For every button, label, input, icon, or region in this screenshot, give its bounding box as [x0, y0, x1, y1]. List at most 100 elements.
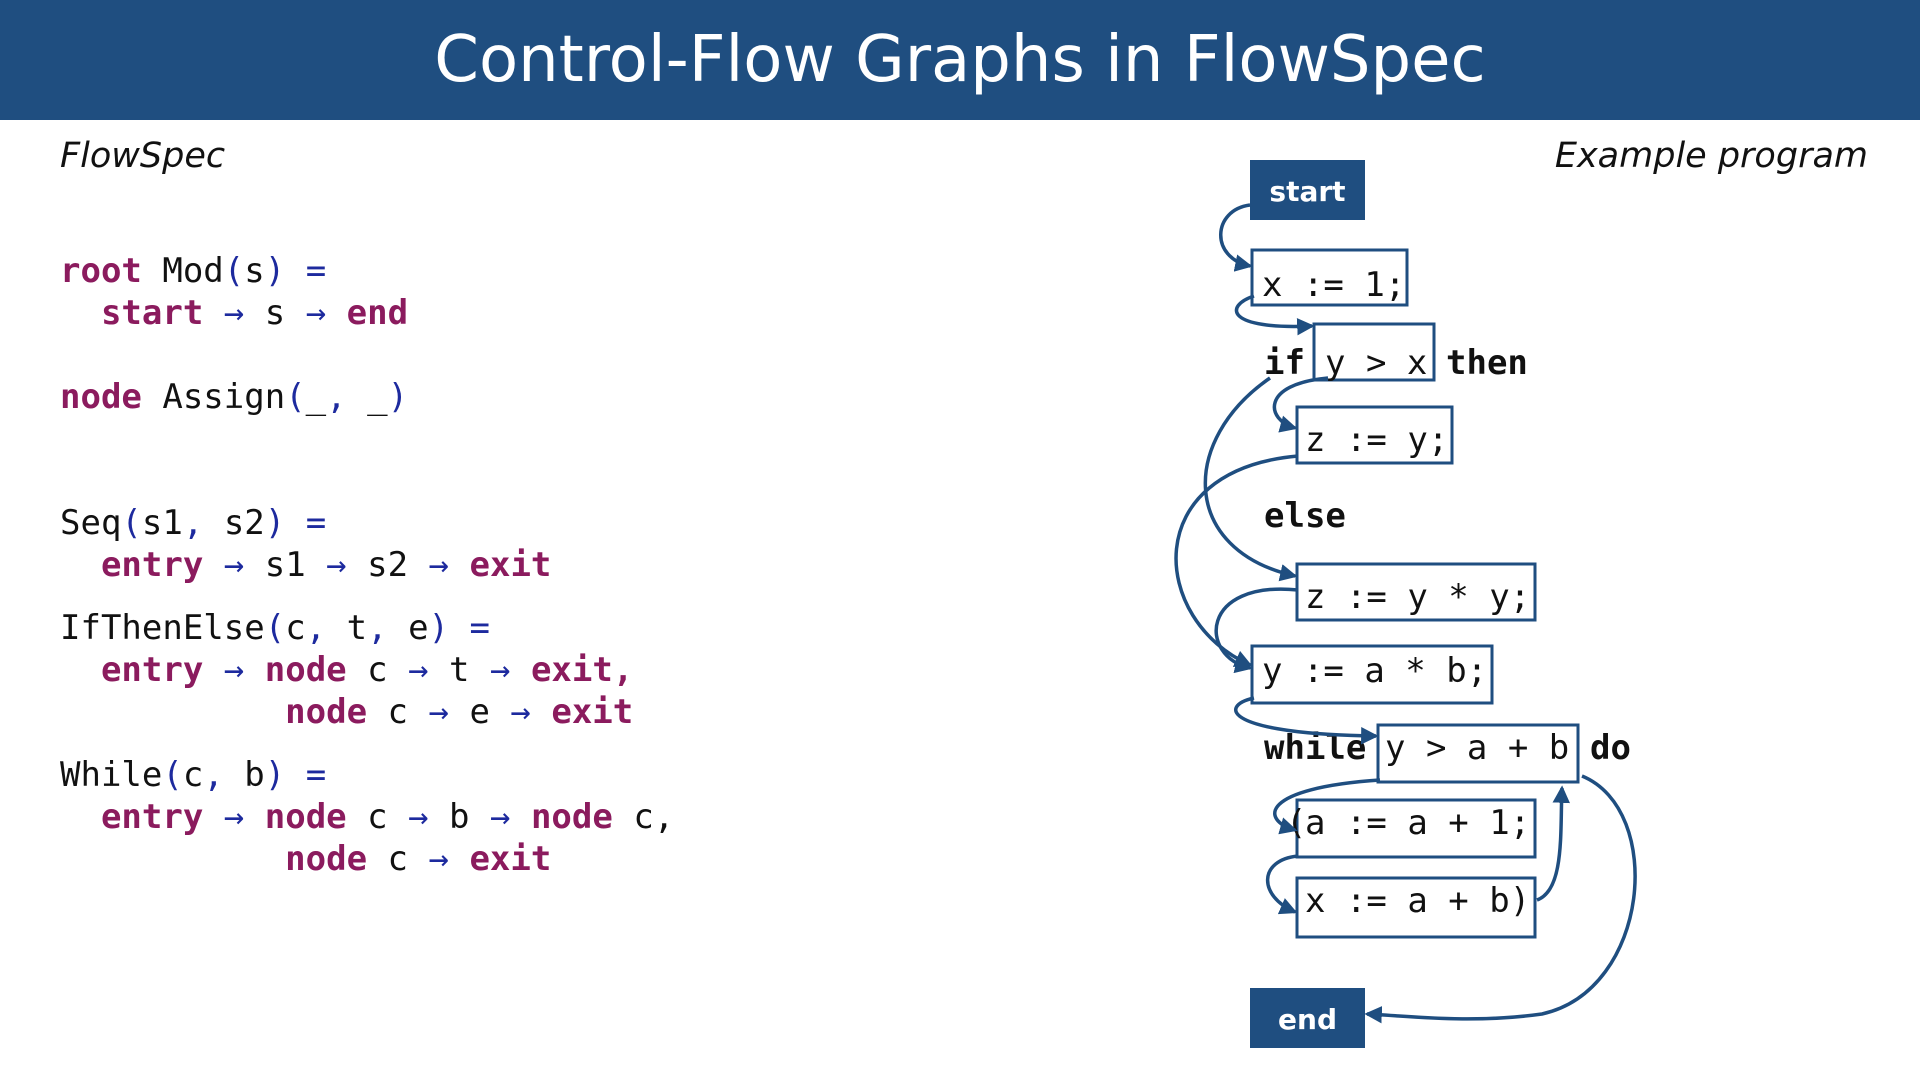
code-keyword: node	[264, 797, 347, 837]
code-keyword: root	[60, 251, 142, 291]
code-operator: ,	[182, 503, 204, 543]
code-operator: →	[510, 692, 531, 732]
code-keyword: entry	[100, 797, 204, 837]
edge-y-assign-to-while	[1234, 696, 1379, 745]
code-text: e	[448, 692, 511, 732]
code-keyword: exit	[551, 692, 634, 732]
code-operator: (	[121, 503, 142, 543]
edge-then-to-y-assign	[1174, 454, 1299, 667]
code-text: s	[244, 251, 265, 291]
code-keyword: node	[530, 797, 613, 837]
stmt-box-then	[1295, 405, 1454, 465]
code-text: c	[285, 608, 306, 648]
code-keyword: end	[346, 293, 409, 333]
code-operator: →	[489, 650, 511, 690]
code-operator: (	[264, 608, 286, 648]
edge-else-to-y-assign	[1214, 587, 1299, 674]
cond-box-if	[1312, 322, 1436, 382]
code-operator: →	[428, 839, 449, 879]
page-title: Control-Flow Graphs in FlowSpec	[434, 23, 1486, 97]
code-operator: →	[223, 293, 245, 333]
code-operator: ,	[367, 608, 388, 648]
code-operator: →	[223, 650, 245, 690]
code-text: _	[305, 377, 327, 417]
code-text: s1	[244, 545, 327, 585]
code-keyword: exit	[469, 839, 552, 879]
code-operator: (	[285, 377, 306, 417]
code-operator: ,	[203, 755, 224, 795]
code-text: IfThenElse	[60, 608, 265, 648]
code-text: c	[182, 755, 204, 795]
code-text: s2	[346, 545, 429, 585]
open-paren: (	[1286, 803, 1306, 843]
if-keyword: if	[1264, 343, 1305, 383]
flowspec-caption: FlowSpec	[60, 136, 226, 176]
code-operator: (	[162, 755, 183, 795]
start-node: start	[1250, 160, 1365, 220]
code-text: b	[428, 797, 490, 837]
end-label: end	[1278, 1003, 1337, 1036]
else-statement: z := y * y;	[1305, 577, 1530, 617]
code-text: b	[223, 755, 265, 795]
code-operator: =	[305, 503, 327, 543]
edge-while-to-body1	[1273, 778, 1381, 835]
code-keyword: entry	[100, 545, 204, 585]
code-keyword: node	[285, 839, 368, 879]
cond-box-while	[1376, 723, 1580, 784]
edge-x-assign-to-if	[1234, 294, 1315, 336]
code-line: IfThenElse(c, t, e) =	[60, 607, 674, 649]
code-operator: )	[264, 251, 286, 291]
code-operator: )	[264, 503, 286, 543]
do-keyword: do	[1590, 728, 1631, 768]
edge-body1-to-body2	[1266, 854, 1299, 915]
code-text: e	[387, 608, 429, 648]
code-operator: ,	[326, 377, 347, 417]
else-keyword: else	[1264, 496, 1346, 536]
flowspec-code: root Mod(s) = start → s → end node Assign…	[60, 250, 674, 880]
code-operator: =	[469, 608, 490, 648]
code-line: root Mod(s) =	[60, 250, 674, 292]
then-statement: z := y;	[1305, 420, 1448, 460]
code-operator: →	[408, 650, 429, 690]
edge-while-to-end	[1364, 774, 1637, 1024]
code-operator: )	[387, 377, 409, 417]
stmt-x-assign-1: x := 1;	[1262, 265, 1405, 305]
code-keyword: node	[60, 377, 142, 417]
code-operator: ,	[305, 608, 327, 648]
code-line: node c → exit	[60, 838, 674, 880]
body-statement-1: a := a + 1;	[1305, 803, 1530, 843]
body-statement-2: x := a + b)	[1305, 881, 1530, 921]
example-program-caption: Example program	[1554, 136, 1868, 176]
code-text: c	[367, 839, 429, 879]
code-line: Seq(s1, s2) =	[60, 502, 674, 544]
code-operator: →	[489, 797, 511, 837]
code-operator: →	[326, 545, 347, 585]
stmt-box-x-assign-1	[1250, 248, 1409, 307]
code-keyword: node	[285, 692, 368, 732]
code-text: t	[428, 650, 490, 690]
edge-start-to-x-assign	[1219, 203, 1253, 272]
code-line: entry → s1 → s2 → exit	[60, 544, 674, 586]
code-operator: )	[428, 608, 450, 648]
code-text: s1	[141, 503, 183, 543]
code-text: c	[367, 692, 429, 732]
code-keyword: entry	[100, 650, 204, 690]
title-bar: Control-Flow Graphs in FlowSpec	[0, 0, 1920, 120]
code-line: node c → e → exit	[60, 691, 674, 733]
code-operator: →	[428, 692, 449, 732]
code-line: entry → node c → t → exit,	[60, 649, 674, 691]
code-keyword: exit	[469, 545, 552, 585]
edge-body2-to-while	[1536, 785, 1571, 902]
stmt-y-assign: y := a * b;	[1262, 651, 1487, 691]
code-operator: )	[264, 755, 286, 795]
code-operator: →	[223, 797, 245, 837]
code-line: start → s → end	[60, 292, 674, 334]
while-condition: y > a + b	[1385, 728, 1569, 768]
code-keyword: node	[264, 650, 347, 690]
code-operator: (	[223, 251, 245, 291]
code-text: c	[346, 650, 409, 690]
code-operator: =	[305, 251, 327, 291]
code-operator: →	[223, 545, 245, 585]
code-line: node Assign(_, _)	[60, 376, 674, 418]
